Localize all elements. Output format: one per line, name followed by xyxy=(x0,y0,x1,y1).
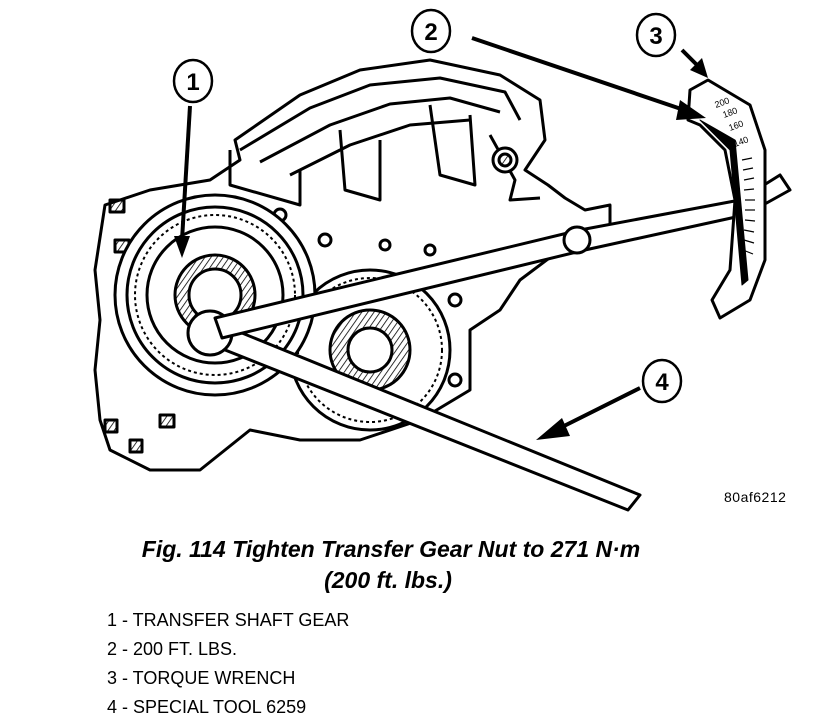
callout-1: 1 xyxy=(172,58,214,258)
scale-mark-160: 160 xyxy=(727,118,745,133)
ring-gear xyxy=(288,268,452,432)
callout-3: 3 xyxy=(635,12,708,78)
legend-item-3: 3 - TORQUE WRENCH xyxy=(107,668,296,688)
scale-mark-180: 180 xyxy=(721,105,739,120)
scale-mark-140: 140 xyxy=(732,134,750,149)
svg-text:3: 3 xyxy=(649,23,662,50)
callout-2: 2 xyxy=(410,8,706,120)
svg-text:1: 1 xyxy=(186,69,199,96)
technical-illustration: 200 180 160 140 1 2 3 4 xyxy=(93,8,792,512)
callout-4: 4 xyxy=(536,358,683,440)
svg-text:2: 2 xyxy=(424,19,437,46)
legend-item-2: 2 - 200 FT. LBS. xyxy=(107,639,238,659)
legend-item-1: 1 - TRANSFER SHAFT GEAR xyxy=(107,610,350,630)
legend-item-4: 4 - SPECIAL TOOL 6259 xyxy=(107,697,307,717)
image-id: 80af6212 xyxy=(724,489,787,505)
figure-caption: Fig. 114 Tighten Transfer Gear Nut to 27… xyxy=(141,536,641,562)
callout-legend: 1 - TRANSFER SHAFT GEAR 2 - 200 FT. LBS.… xyxy=(107,606,349,722)
figure-caption-torque: (200 ft. lbs.) xyxy=(324,567,452,593)
svg-text:4: 4 xyxy=(655,369,669,396)
scale-mark-200: 200 xyxy=(713,95,731,110)
torque-wrench xyxy=(213,78,792,340)
